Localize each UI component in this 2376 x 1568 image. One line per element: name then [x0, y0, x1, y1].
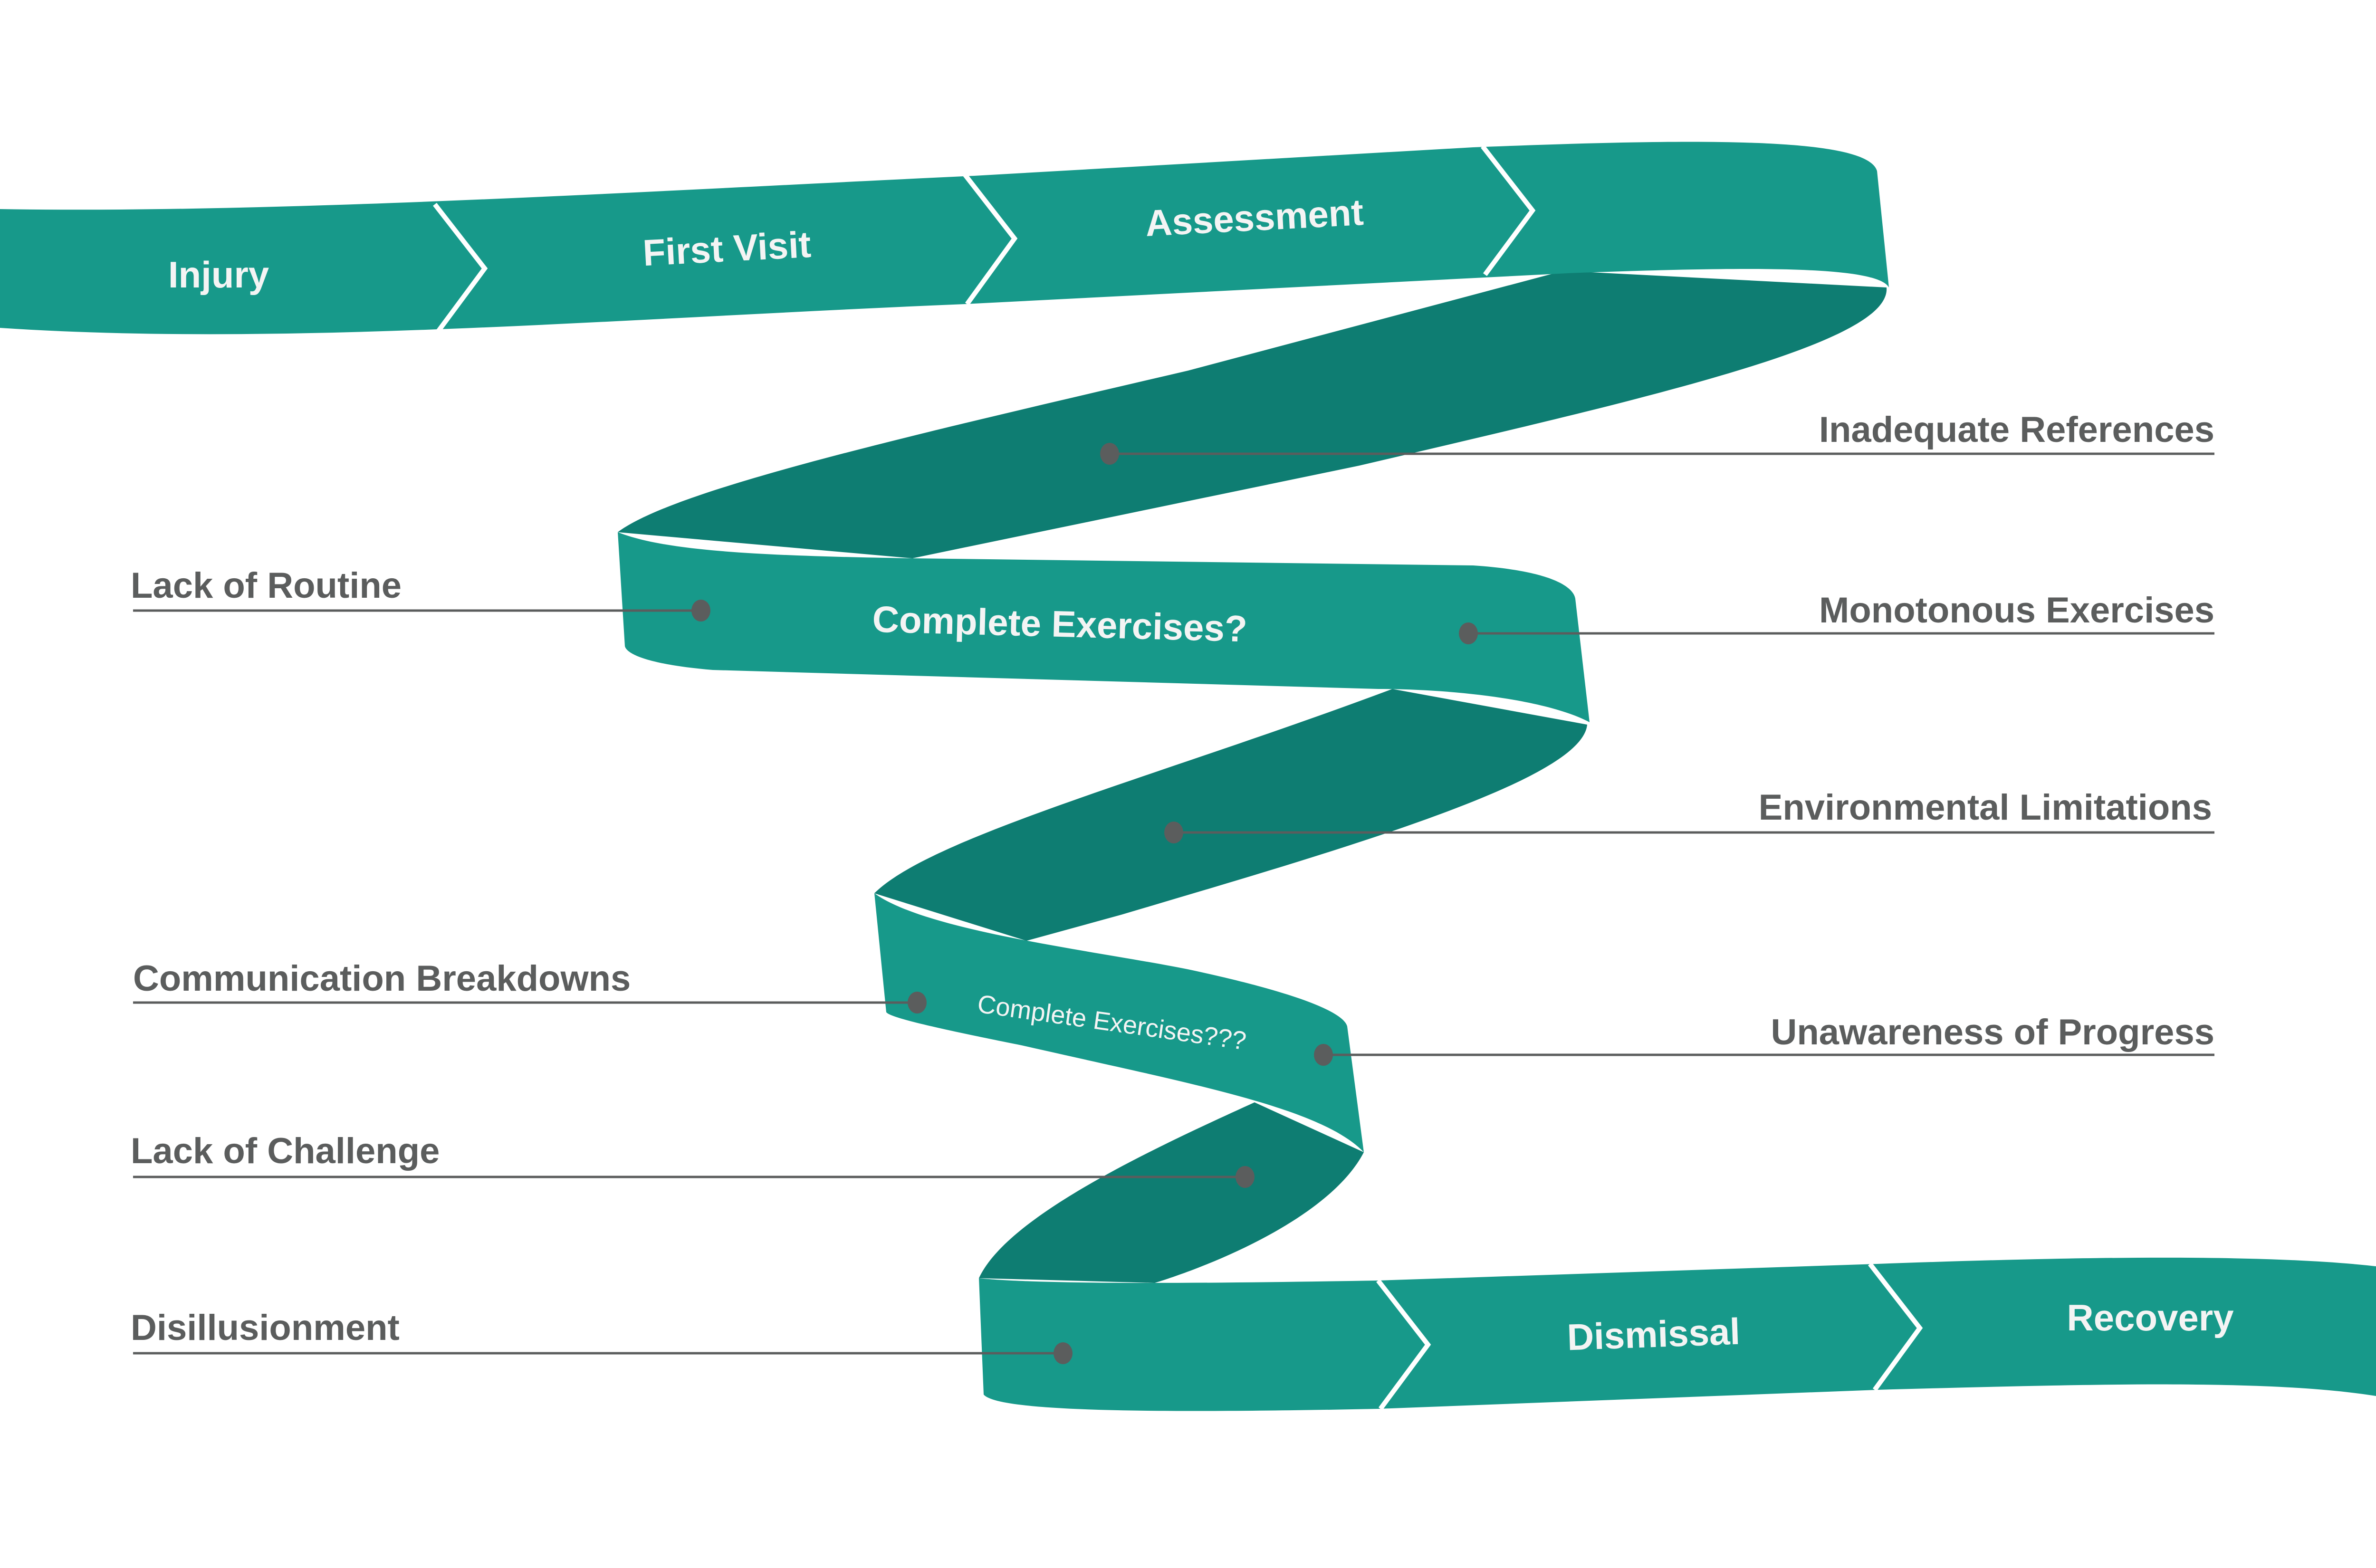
barrier-lack-of-routine: Lack of Routine [131, 565, 710, 621]
svg-text:Environmental Limitations: Environmental Limitations [1759, 787, 2212, 828]
barrier-environmental-limitations: Environmental Limitations [1164, 787, 2214, 843]
chevron-divider [1376, 1279, 1431, 1410]
barrier-lack-of-challenge: Lack of Challenge [131, 1131, 1255, 1188]
ribbon-twist-3 [979, 1102, 1364, 1283]
marker-dot [1236, 1166, 1255, 1188]
marker-dot [908, 992, 927, 1013]
ribbon-bottom-band [979, 1257, 2376, 1411]
svg-text:Unawareness of Progress: Unawareness of Progress [1771, 1012, 2215, 1052]
stage-first-visit: First Visit [642, 223, 812, 274]
svg-text:Monotonous Exercises: Monotonous Exercises [1819, 590, 2214, 631]
barrier-communication-breakdowns: Communication Breakdowns [133, 958, 927, 1013]
chevron-divider [963, 172, 1018, 306]
barrier-monotonous-exercises: Monotonous Exercises [1459, 590, 2214, 644]
barrier-unawareness-of-progress: Unawareness of Progress [1314, 1012, 2214, 1066]
chevron-divider [433, 202, 488, 334]
svg-text:Lack of Challenge: Lack of Challenge [131, 1131, 440, 1171]
marker-dot [1100, 443, 1119, 465]
svg-text:Disillusionment: Disillusionment [131, 1308, 400, 1348]
stage-injury: Injury [168, 254, 269, 296]
chevron-divider [1868, 1262, 1923, 1391]
barrier-disillusionment: Disillusionment [131, 1308, 1073, 1364]
ribbon-twist-2 [874, 689, 1587, 941]
chevron-divider [1481, 144, 1536, 276]
stage-recovery: Recovery [2067, 1297, 2233, 1339]
marker-dot [691, 600, 710, 621]
marker-dot [1459, 622, 1478, 644]
marker-dot [1314, 1044, 1333, 1066]
ribbon-twist-1 [618, 271, 1887, 558]
marker-dot [1054, 1342, 1073, 1364]
stage-complete-exercises: Complete Exercises? [872, 598, 1248, 650]
svg-text:Lack of Routine: Lack of Routine [131, 565, 402, 606]
barrier-inadequate-references: Inadequate References [1100, 410, 2214, 465]
svg-text:Communication Breakdowns: Communication Breakdowns [133, 958, 631, 999]
svg-text:Inadequate References: Inadequate References [1819, 410, 2214, 450]
ribbon-middle-band-2 [874, 893, 1364, 1152]
stage-dismissal: Dismissal [1566, 1310, 1741, 1358]
marker-dot [1164, 822, 1183, 843]
ribbon-middle-band-1 [618, 532, 1590, 722]
